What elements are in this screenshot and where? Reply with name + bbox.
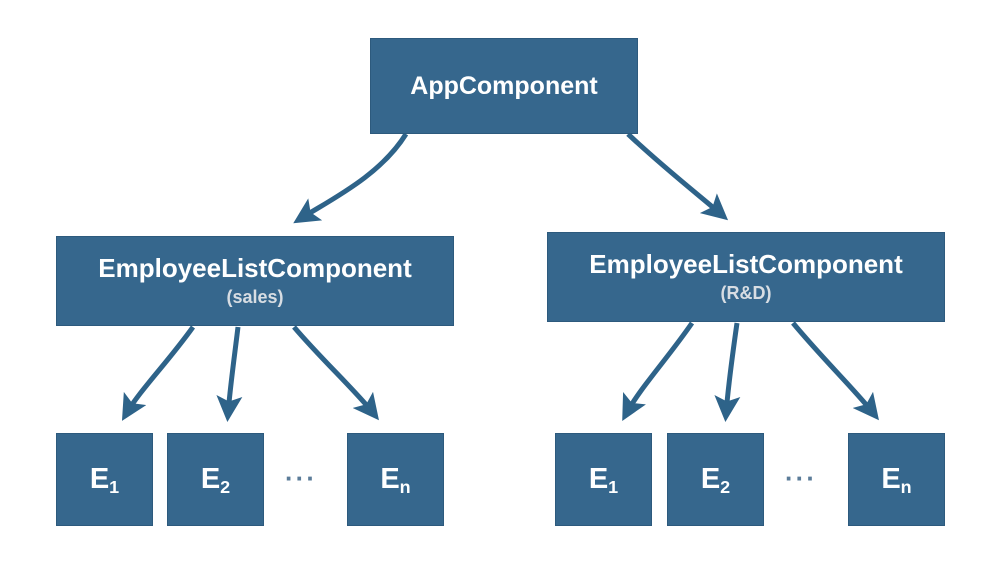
node-employee-sales-n-label: En: [380, 463, 411, 497]
node-employee-rnd-2-sub: 2: [720, 476, 731, 497]
node-employee-sales-n[interactable]: En: [347, 433, 444, 526]
node-employee-sales-2-label: E2: [200, 463, 231, 497]
node-employee-rnd-2-label: E2: [700, 463, 731, 497]
node-employee-list-component-rnd-label: EmployeeListComponent: [589, 248, 903, 279]
node-employee-rnd-1-sub: 1: [608, 476, 619, 497]
node-employee-sales-1-label: E1: [89, 463, 120, 497]
node-employee-list-component-sales[interactable]: EmployeeListComponent (sales): [56, 236, 454, 326]
edge-root-to-sales: [293, 132, 409, 224]
node-employee-rnd-1-base: E: [588, 463, 609, 496]
node-employee-rnd-n-sub: n: [900, 476, 912, 497]
node-employee-sales-1-base: E: [89, 463, 110, 496]
node-employee-sales-n-sub: n: [399, 476, 411, 497]
node-employee-list-component-sales-label: EmployeeListComponent: [98, 252, 412, 283]
edge-sales-to-e2: [216, 326, 243, 422]
node-employee-rnd-2[interactable]: E2: [667, 433, 764, 526]
edge-rnd-to-en: [791, 321, 879, 421]
node-employee-sales-n-base: E: [380, 463, 400, 496]
edge-sales-to-en: [292, 325, 379, 421]
edge-rnd-to-e1: [622, 321, 695, 422]
edge-rnd-to-e2: [714, 322, 741, 422]
node-employee-sales-2-sub: 2: [220, 476, 231, 497]
edge-root-to-rnd: [626, 132, 729, 221]
ellipsis-rnd: ···: [785, 463, 817, 493]
node-employee-rnd-n[interactable]: En: [848, 433, 945, 526]
node-employee-rnd-1[interactable]: E1: [555, 433, 652, 526]
node-employee-list-component-rnd[interactable]: EmployeeListComponent (R&D): [547, 232, 945, 322]
node-app-component[interactable]: AppComponent: [370, 38, 638, 134]
edge-sales-to-e1: [121, 325, 196, 421]
node-employee-rnd-n-base: E: [881, 463, 901, 496]
node-employee-sales-2[interactable]: E2: [167, 433, 264, 526]
node-employee-rnd-1-label: E1: [588, 463, 619, 497]
node-employee-sales-1-sub: 1: [109, 476, 120, 497]
ellipsis-sales: ···: [285, 463, 317, 493]
node-employee-list-component-rnd-subtitle: (R&D): [720, 283, 772, 304]
node-app-component-label: AppComponent: [410, 71, 598, 100]
node-employee-list-component-sales-subtitle: (sales): [226, 287, 284, 308]
node-employee-rnd-2-base: E: [700, 463, 721, 496]
node-employee-rnd-n-label: En: [881, 463, 912, 497]
node-employee-sales-1[interactable]: E1: [56, 433, 153, 526]
node-employee-sales-2-base: E: [200, 463, 221, 496]
